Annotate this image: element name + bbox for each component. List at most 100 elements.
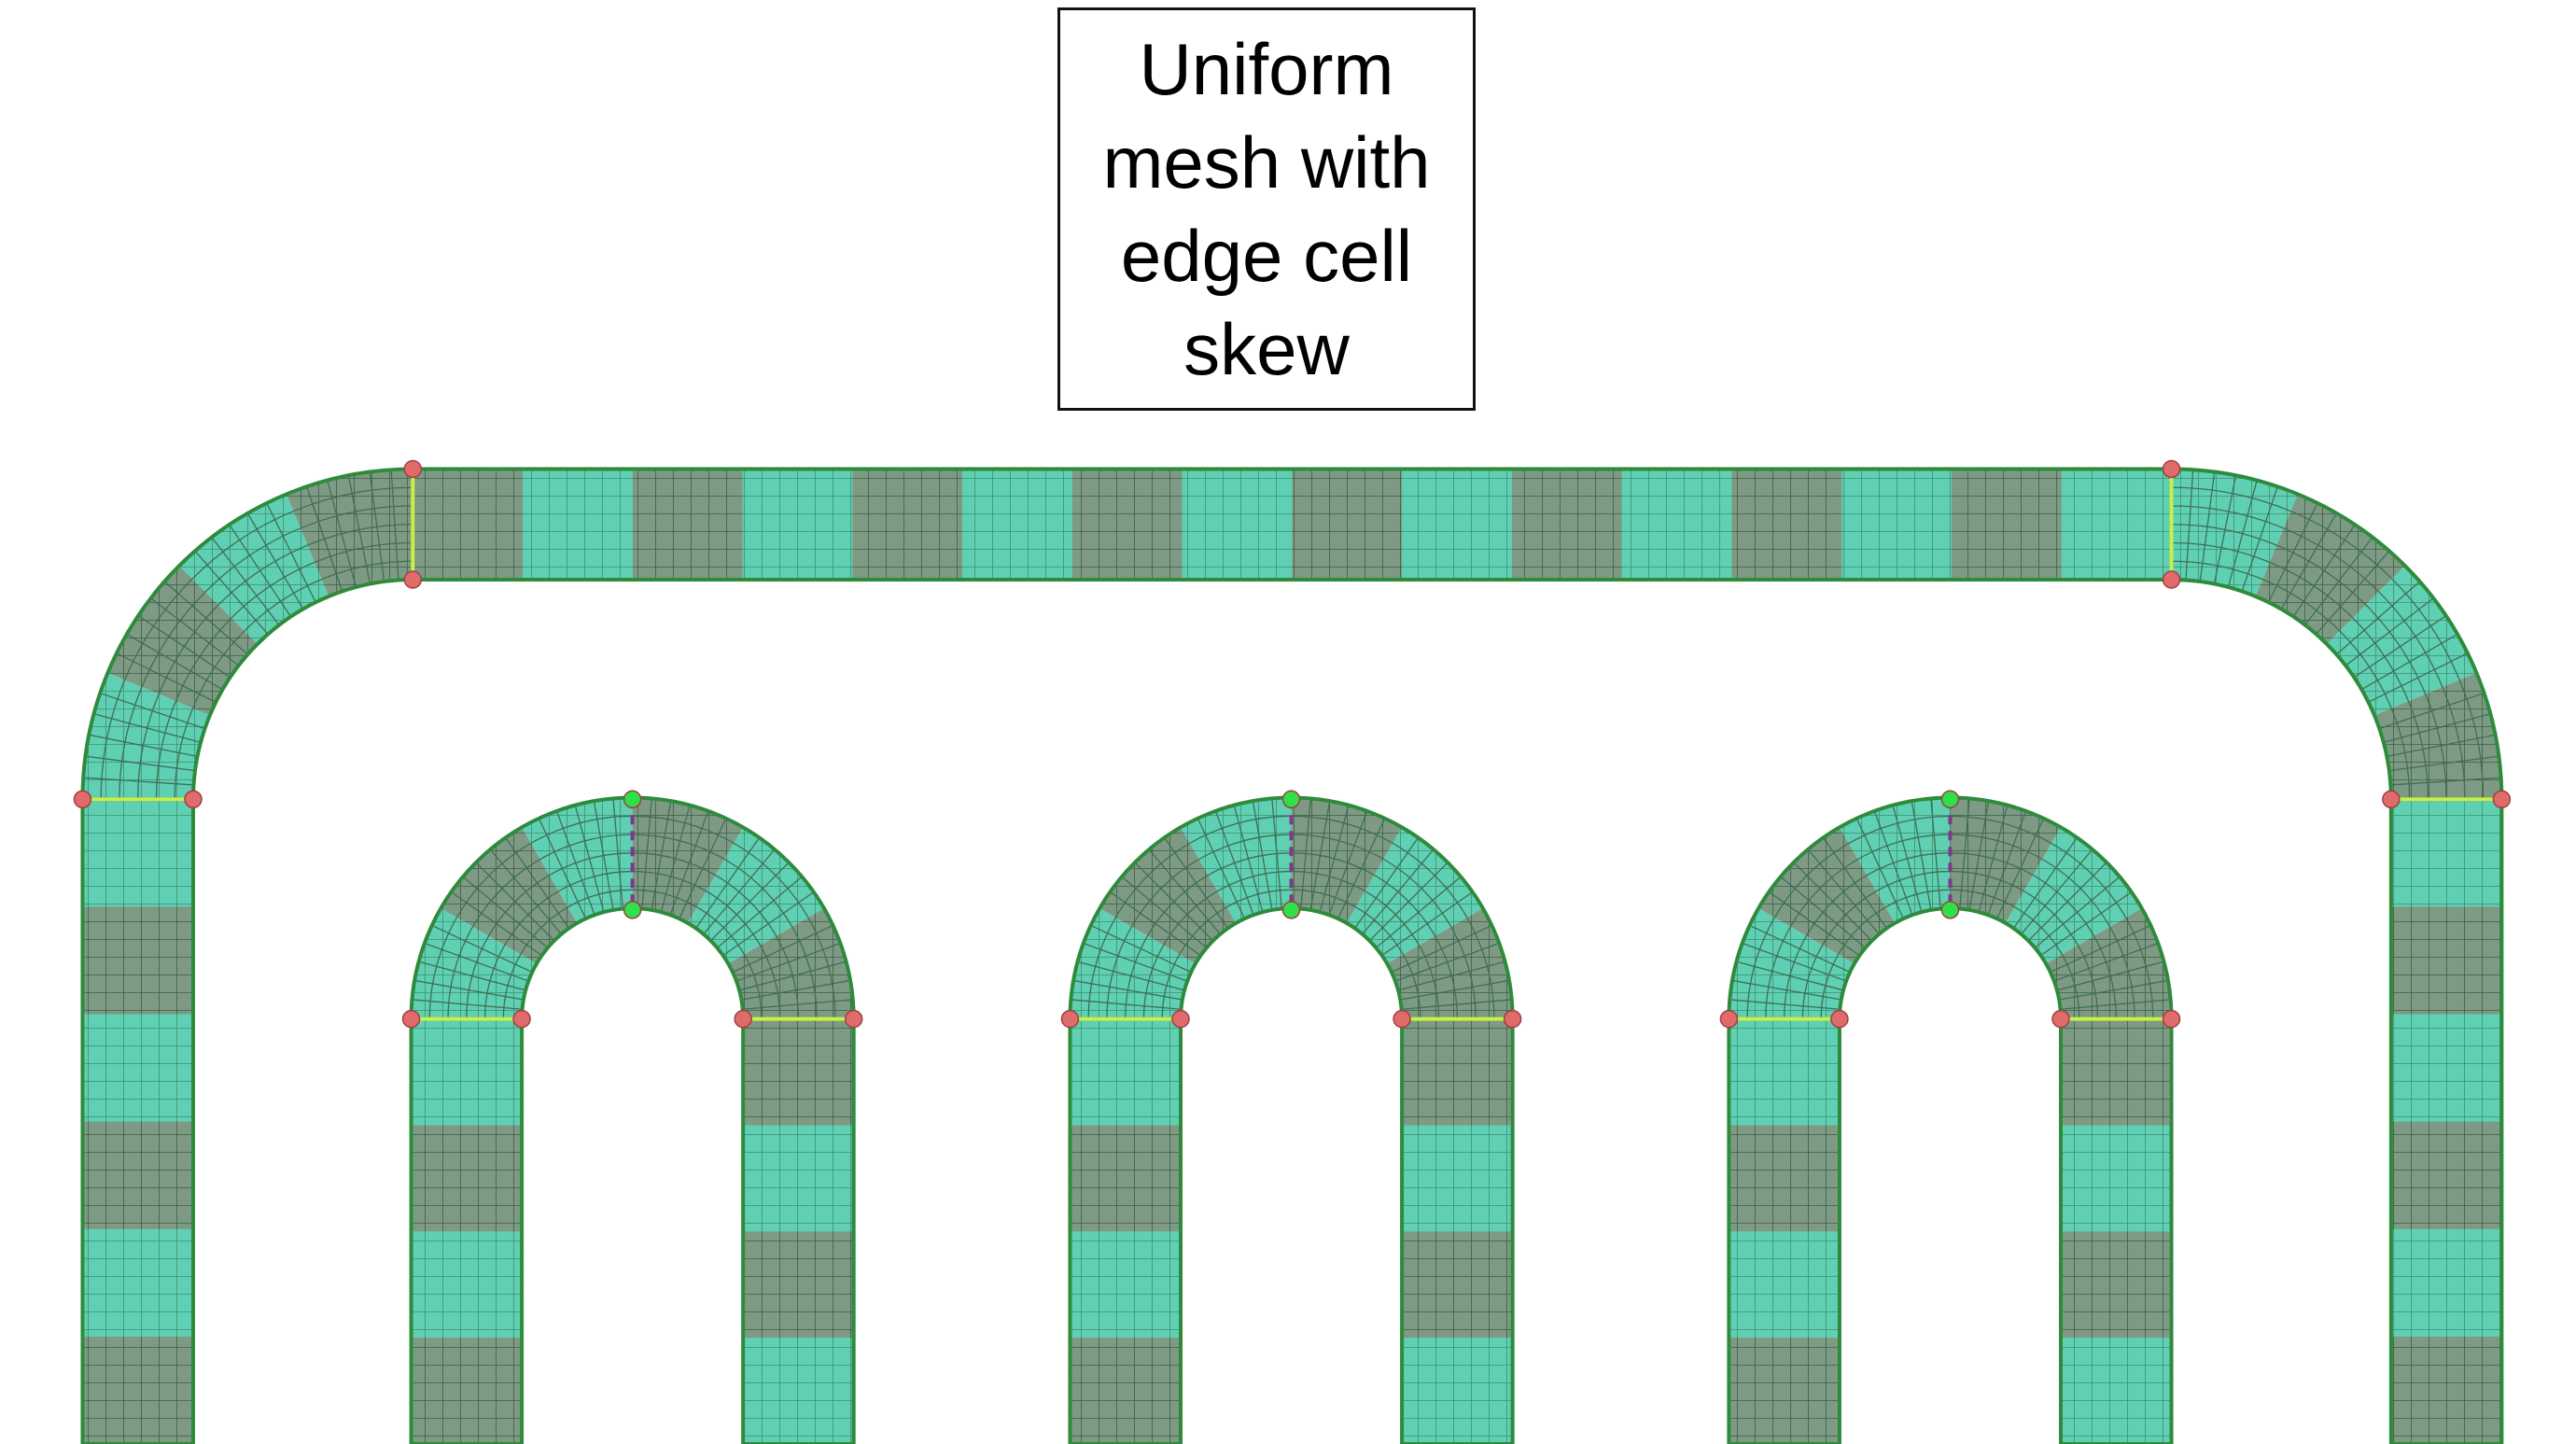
bend-1-left-leg-block xyxy=(411,1231,523,1339)
bend-2-right-leg-block xyxy=(1402,1018,1513,1126)
frame-vertex xyxy=(403,459,423,479)
bend-1-segment xyxy=(632,797,744,923)
right-leg-block xyxy=(2390,1228,2502,1338)
top-bar-block xyxy=(413,469,524,580)
top-bar-block xyxy=(1731,469,1842,580)
bend-1-right-leg-block xyxy=(743,1018,854,1126)
corner-left-gridline xyxy=(137,524,413,800)
bend-3-vertex-inner xyxy=(1940,901,1960,919)
left-leg-block xyxy=(82,1014,193,1123)
bend-2-gridline xyxy=(1161,889,1421,1019)
bend-3-segment xyxy=(1729,908,1855,1019)
right-leg-block xyxy=(2390,1014,2502,1123)
left-leg-block xyxy=(82,906,193,1016)
bend-2-vertex xyxy=(1393,1009,1411,1029)
top-bar-block xyxy=(1402,469,1513,580)
bend-3-left-leg-block xyxy=(1729,1338,1840,1444)
top-bar-block xyxy=(523,469,634,580)
bend-3-right-leg-block xyxy=(2061,1018,2172,1126)
corner-right-gridline xyxy=(2171,505,2466,800)
bend-3-vertex xyxy=(2162,1009,2181,1029)
corner-right-gridline xyxy=(2171,486,2485,800)
mesh-label-line-4: skew xyxy=(1183,308,1350,390)
bend-2-left-leg-block xyxy=(1070,1125,1181,1232)
bend-2-segment xyxy=(1291,797,1403,923)
right-leg-block xyxy=(2390,1121,2502,1230)
bend-1-left-leg-block xyxy=(411,1338,523,1444)
bend-1-left-leg-block xyxy=(411,1018,523,1126)
bend-1-vertex xyxy=(844,1009,863,1029)
top-bar-block xyxy=(742,469,853,580)
corner-left-gridline xyxy=(174,560,413,800)
bend-2-left-leg-block xyxy=(1070,1018,1181,1126)
bend-3-right-leg-block xyxy=(2061,1125,2172,1232)
bend-3-vertex xyxy=(2051,1009,2070,1029)
left-leg-block xyxy=(82,799,193,907)
top-bar-block xyxy=(1292,469,1403,580)
corner-right-inner-edge xyxy=(2171,578,2393,800)
corner-right-segment xyxy=(2171,469,2298,596)
bend-2-segment xyxy=(1181,797,1292,923)
bend-1-left-leg-block xyxy=(411,1125,523,1232)
frame-vertex xyxy=(2492,790,2512,809)
left-leg-block xyxy=(82,1228,193,1338)
bend-2-left-leg-block xyxy=(1070,1338,1181,1444)
top-bar-block xyxy=(1182,469,1293,580)
bend-2-vertex xyxy=(1503,1009,1522,1029)
mesh-label-line-3: edge cell xyxy=(1120,215,1413,297)
top-bar-block xyxy=(1841,469,1953,580)
right-leg-block xyxy=(2390,1336,2502,1444)
bend-1-right-leg-block xyxy=(743,1231,854,1339)
corner-left-segment xyxy=(286,469,413,596)
corner-right-gridline xyxy=(2171,541,2429,800)
bend-3-right-leg-block xyxy=(2061,1231,2172,1339)
bend-2-vertex-inner xyxy=(1281,901,1301,919)
bend-3-right-leg-block xyxy=(2061,1338,2172,1444)
bend-3-vertex-top xyxy=(1940,790,1960,809)
corner-left-inner-edge xyxy=(191,578,413,800)
mesh-label: Uniform mesh with edge cell skew xyxy=(1102,22,1430,396)
corner-left-gridline xyxy=(155,541,413,800)
left-leg-block xyxy=(82,1336,193,1444)
bend-1-segment xyxy=(728,908,854,1019)
frame-vertex xyxy=(403,570,423,589)
bend-1-vertex xyxy=(734,1009,752,1029)
bend-1-vertex xyxy=(512,1009,531,1029)
bend-1-right-leg-block xyxy=(743,1338,854,1444)
corner-left-outer-edge xyxy=(80,467,413,800)
bend-3-segment xyxy=(1839,797,1951,923)
top-bar-block xyxy=(1511,469,1623,580)
bend-1-segment xyxy=(522,797,633,923)
top-bar-block xyxy=(632,469,744,580)
bend-1-segment xyxy=(411,908,537,1019)
bend-1-vertex-top xyxy=(623,790,642,809)
top-bar-block xyxy=(1621,469,1732,580)
bend-3-gridline xyxy=(1820,889,2080,1019)
bend-3-left-leg-block xyxy=(1729,1018,1840,1126)
frame-vertex xyxy=(2162,570,2181,589)
bend-1-vertex xyxy=(401,1009,421,1029)
top-bar-block xyxy=(1952,469,2063,580)
corner-left-gridline xyxy=(100,486,413,800)
frame-vertex xyxy=(73,790,92,809)
bend-2-right-leg-block xyxy=(1402,1231,1513,1339)
corner-left-gridline xyxy=(119,505,413,800)
bend-3-vertex xyxy=(1719,1009,1739,1029)
bend-2-left-leg-block xyxy=(1070,1231,1181,1339)
right-leg-block xyxy=(2390,906,2502,1016)
bend-3-segment xyxy=(1950,797,2061,923)
left-leg-block xyxy=(82,1121,193,1230)
bend-2-vertex-top xyxy=(1281,790,1301,809)
mesh-label-line-1: Uniform xyxy=(1139,28,1394,110)
bend-2-right-leg-block xyxy=(1402,1125,1513,1232)
frame-vertex xyxy=(184,790,203,809)
bend-2-vertex xyxy=(1060,1009,1080,1029)
corner-right-outer-edge xyxy=(2171,467,2504,800)
top-bar-block xyxy=(1071,469,1183,580)
bend-2-segment xyxy=(1070,908,1196,1019)
bend-3-left-leg-block xyxy=(1729,1125,1840,1232)
bend-2-vertex xyxy=(1171,1009,1190,1029)
mesh-label-box: Uniform mesh with edge cell skew xyxy=(1057,7,1476,411)
bend-2-segment xyxy=(1387,908,1513,1019)
